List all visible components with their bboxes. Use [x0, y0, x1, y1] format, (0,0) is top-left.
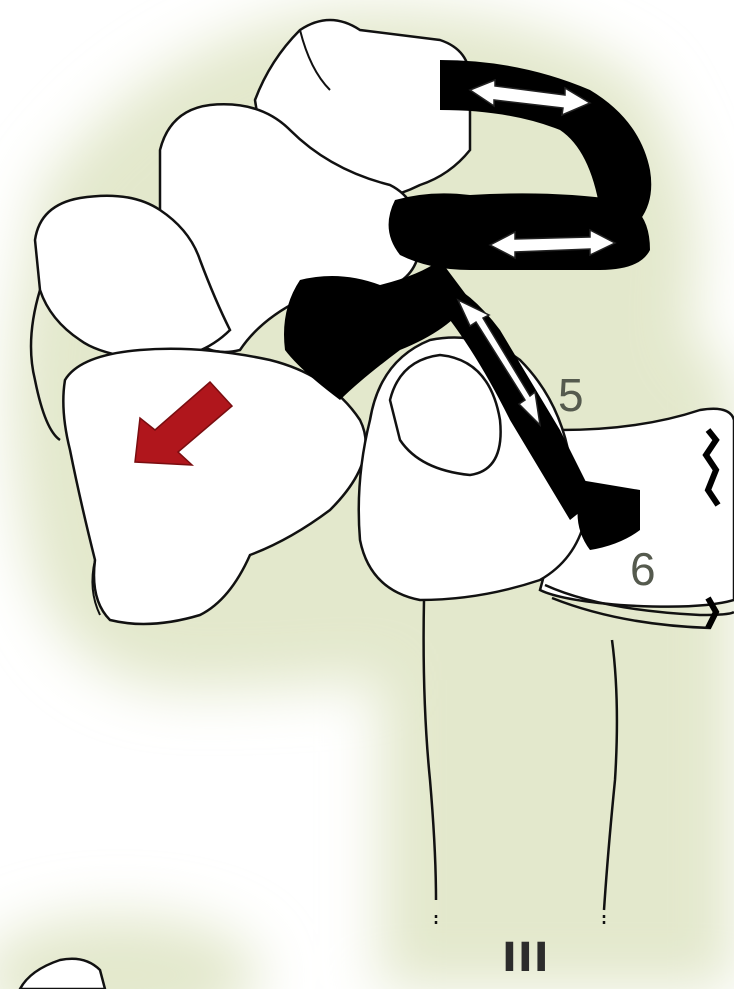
ligament-dorsal-band	[389, 193, 650, 270]
panel-numeral: III	[502, 938, 550, 978]
ligament-label-5: 5	[558, 372, 584, 418]
ligament-label-6: 6	[630, 546, 656, 592]
